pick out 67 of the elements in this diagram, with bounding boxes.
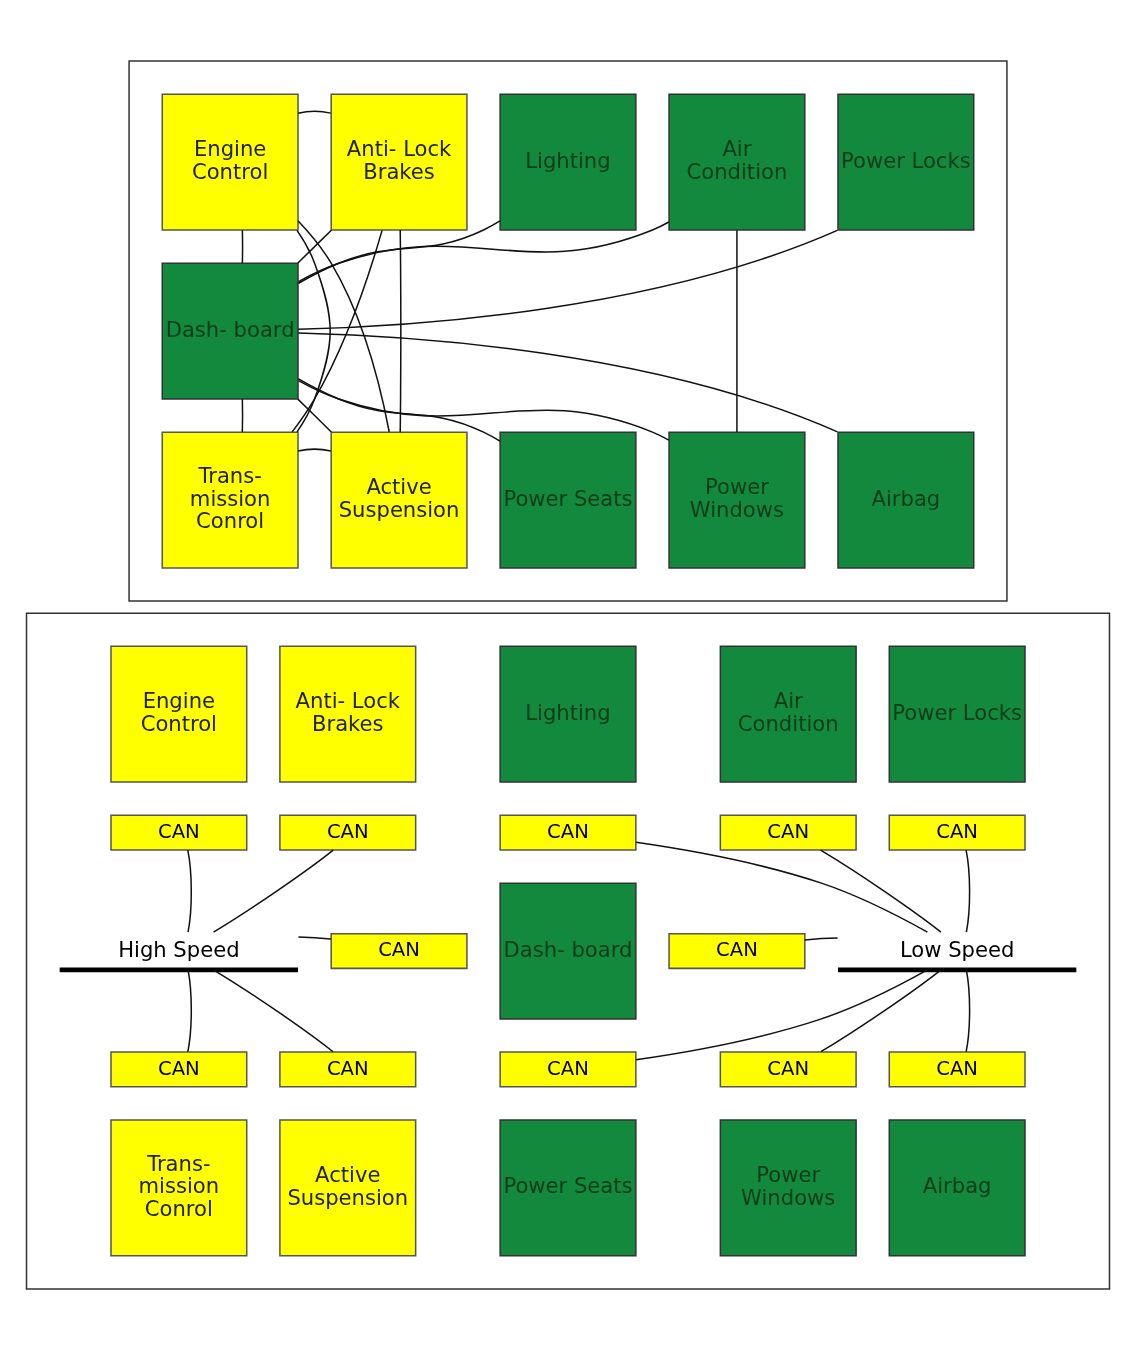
connector [187,969,193,1053]
connector [241,229,244,264]
connector [804,937,839,941]
node-box: Anti- Lock Brakes [279,645,417,783]
connector [297,378,501,442]
node-text: High Speed [118,936,240,962]
node-box: CAN [668,932,806,970]
connector [297,379,670,441]
connector [820,969,942,1053]
connector [297,220,501,285]
node-box: CAN [499,814,637,851]
cluster [128,60,1008,602]
node-box: Power Locks [837,93,975,231]
node-box: Lighting [499,645,637,783]
node-box: Power Seats [499,1119,637,1257]
connector [736,229,738,433]
connector [187,849,193,933]
connector [965,849,971,933]
node-box: Power Locks [888,645,1026,783]
node-box: CAN [499,1051,637,1088]
node-box: CAN [330,932,468,970]
connector [297,332,839,433]
node-box: Lighting [499,93,637,231]
connector [296,229,331,433]
node-box: Engine Control [161,93,299,231]
node-box: Trans- mission Conrol [110,1119,248,1257]
cluster [25,612,1111,1290]
connector [297,448,332,452]
node-box: Air Condition [668,93,806,231]
node-box: CAN [888,1051,1026,1088]
node-box: Trans- mission Conrol [161,431,299,569]
node-box: CAN [110,814,248,851]
connector [297,936,332,940]
connector [297,229,333,264]
node-box: Air Condition [719,645,857,783]
node-box: Active Suspension [279,1119,417,1257]
node-text: Low Speed [899,936,1015,962]
connector [297,220,390,433]
connector [297,110,332,114]
connector [965,969,971,1053]
node-box: CAN [279,814,417,851]
connector [635,841,929,933]
node-box: Anti- Lock Brakes [330,93,468,231]
connector [212,969,334,1053]
connector [297,229,839,330]
connector [819,849,942,933]
node-box: CAN [888,814,1026,851]
connector [291,229,383,433]
connector [212,849,334,933]
connector [297,221,670,283]
node-box: CAN [719,814,857,851]
node-box: CAN [110,1051,248,1088]
node-box: CAN [719,1051,857,1088]
node-box: CAN [279,1051,417,1088]
node-box: Dash- board [161,262,299,400]
connector [399,229,402,433]
node-box: Power Windows [668,431,806,569]
node-box: Dash- board [499,882,637,1020]
node-box: Active Suspension [330,431,468,569]
connector [635,969,929,1061]
connector [241,398,244,433]
node-box: Airbag [837,431,975,569]
node-box: Power Windows [719,1119,857,1257]
connector [297,398,333,433]
node-box: Airbag [888,1119,1026,1257]
node-box: Engine Control [110,645,248,783]
node-box: Power Seats [499,431,637,569]
